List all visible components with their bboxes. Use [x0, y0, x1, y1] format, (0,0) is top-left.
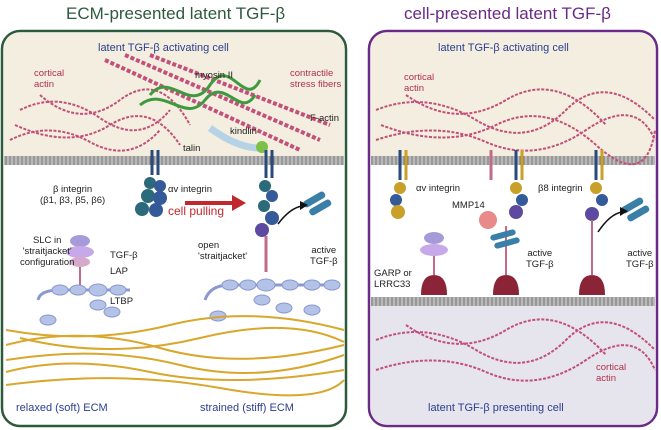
left-panel-illustration [0, 29, 348, 428]
strained-ecm-label: strained (stiff) ECM [200, 402, 294, 414]
slc-label: SLC in 'straitjacket' configuration [20, 235, 75, 268]
right-active-tgfb-1 [490, 229, 520, 249]
right-panel-title: cell-presented latent TGF-β [404, 4, 611, 23]
right-b8-integrin-label: β8 integrin [538, 183, 583, 194]
right-bottom-cell-body [371, 300, 655, 424]
av-integrin-label: αv integrin [168, 184, 213, 195]
cell-pulling-label: cell pulling [168, 204, 225, 218]
presenting-cell-label: latent TGF-β presenting cell [428, 402, 564, 414]
left-cortical-actin [9, 88, 191, 152]
right-garp-complex-3 [579, 220, 605, 295]
right-panel-illustration [367, 29, 659, 428]
ltbp-label: LTBP [110, 296, 134, 307]
cell-pulling-arrow [185, 195, 246, 211]
left-cell-body [4, 33, 344, 158]
right-bottom-cortical-actin [375, 318, 656, 382]
garp-label: GARP or LRRC33 [374, 268, 412, 290]
left-active-tgfb-label: active TGF-β [310, 245, 338, 267]
beta-integrin-label: β integrin (β1, β3, β5, β6) [40, 184, 106, 206]
left-myosin [139, 74, 262, 110]
left-ltbp-chain-2 [203, 278, 341, 322]
relaxed-ecm-label: relaxed (soft) ECM [16, 402, 108, 414]
right-active-tgfb-2-label: active TGF-β [626, 248, 654, 270]
right-cortical-actin-top-label: cortical actin [404, 72, 435, 94]
tgfb-label: TGF-β [110, 250, 138, 261]
right-cell-label: latent TGF-β activating cell [438, 42, 569, 54]
left-stress-fibers [104, 53, 331, 152]
right-mmp14-integrin [479, 150, 528, 229]
right-top-cortical-actin [375, 88, 656, 166]
left-integrin-open [255, 150, 279, 272]
right-av-integrin [390, 150, 408, 219]
left-ltbp-chain-1 [36, 283, 130, 326]
left-membrane [4, 156, 344, 165]
f-actin-label: F-actin [310, 113, 340, 124]
right-cortical-actin-bottom-label: cortical actin [596, 362, 627, 384]
right-bottom-membrane [371, 297, 655, 306]
open-straitjacket-label: open 'straitjacket' [198, 240, 248, 262]
left-active-tgfb [303, 191, 332, 216]
right-b8-integrin [585, 150, 608, 221]
left-panel-title: ECM-presented latent TGF-β [66, 4, 286, 23]
left-ecm-fibers [5, 315, 345, 397]
mmp14-label: MMP14 [452, 200, 485, 211]
right-active-tgfb-2 [621, 197, 650, 222]
myosin-label: myosin II [195, 70, 234, 81]
kindlin-label: kindlin [230, 126, 257, 137]
right-garp-complex-1 [420, 232, 448, 295]
left-cell-label: latent TGF-β activating cell [98, 42, 229, 54]
right-top-membrane [371, 156, 655, 165]
right-active-tgfb-1-label: active TGF-β [526, 248, 554, 270]
lap-label: LAP [110, 266, 128, 277]
left-cortical-actin-label: cortical actin [34, 68, 65, 90]
left-panel: ECM-presented latent TGF-β latent TGF-β … [0, 4, 348, 428]
right-panel: cell-presented latent TGF-β latent TGF-β… [366, 0, 661, 430]
stress-fibers-label: contractile stress fibers [290, 68, 342, 90]
talin-label: talin [183, 143, 201, 154]
right-av-integrin-label: αv integrin [416, 183, 461, 194]
left-integrin-closed [135, 150, 167, 217]
